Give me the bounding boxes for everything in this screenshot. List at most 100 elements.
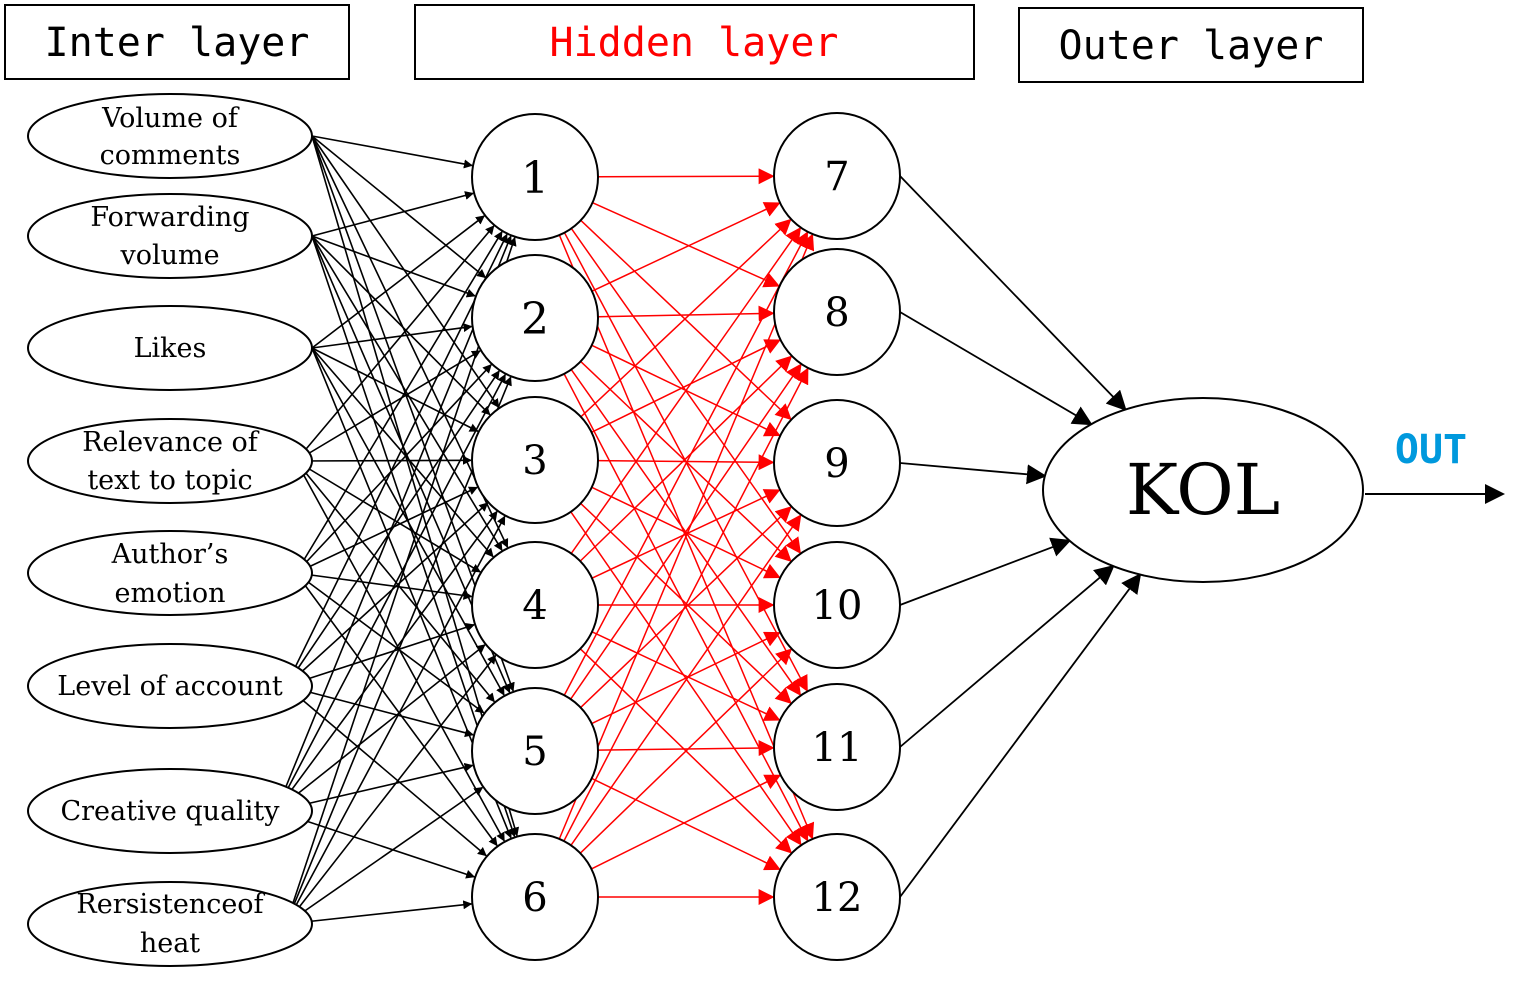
edge-input-to-hidden1	[311, 347, 479, 432]
edge-input-to-hidden1	[295, 350, 481, 462]
node-number: 7	[824, 154, 849, 200]
edge-hidden1-to-hidden2	[597, 454, 775, 471]
edge-hidden1-to-hidden2	[570, 514, 802, 846]
edge-hidden1-to-hidden2	[570, 363, 802, 700]
hidden-layer-title: Hidden layer	[550, 20, 839, 66]
edge-input-to-hidden1	[311, 215, 485, 349]
input-node-volume-of-comments: Volume of comments	[27, 93, 313, 179]
node-number: 11	[812, 725, 863, 771]
edge-input-to-hidden1	[275, 373, 506, 812]
edge-input-to-hidden1	[285, 502, 489, 687]
hidden1-node-4: 4	[471, 541, 599, 669]
edge-hidden1-to-hidden2	[591, 777, 781, 871]
input-label-line1: Volume of	[101, 103, 240, 134]
edge-hidden2-to-output	[899, 572, 1142, 898]
edge-hidden1-to-hidden2	[570, 227, 802, 554]
input-label-line1: Rersistenceof	[76, 889, 265, 920]
node-number: 6	[522, 875, 547, 921]
input-label-line1: Author’s	[111, 539, 229, 570]
output-label: OUT	[1395, 427, 1467, 473]
edge-hidden2-to-output	[899, 175, 1127, 411]
node-number: 5	[522, 729, 547, 775]
hidden2-node-7: 7	[773, 112, 901, 240]
edge-input-to-hidden1	[285, 515, 506, 925]
edge-input-to-hidden1	[311, 191, 474, 237]
edge-hidden1-to-hidden2	[580, 506, 792, 709]
edge-hidden1-to-hidden2	[563, 231, 808, 696]
edge-input-to-hidden1	[295, 486, 478, 574]
hidden1-node-5: 5	[471, 687, 599, 815]
input-label-line2: emotion	[115, 578, 226, 609]
edge-hidden1-to-hidden2	[591, 202, 781, 292]
edge-hidden1-to-hidden2	[591, 339, 781, 433]
input-node-forwarding-volume: Forwarding volume	[27, 193, 313, 279]
input-to-hidden1-edges	[275, 135, 520, 925]
input-label-line1: Level of account	[57, 671, 283, 702]
edge-input-to-hidden1	[275, 510, 498, 812]
input-node-relevance: Relevance of text to topic	[27, 418, 313, 504]
edge-input-to-hidden1	[311, 347, 505, 696]
output-layer-header: Outer layer	[1018, 7, 1364, 83]
edge-hidden1-to-hidden2	[591, 631, 781, 721]
edge-input-to-hidden1	[295, 364, 492, 574]
edge-hidden1-to-hidden2	[558, 233, 815, 840]
input-node-level-of-account: Level of account	[27, 643, 313, 729]
edge-input-to-hidden1	[285, 233, 508, 687]
hidden-layer-header: Hidden layer	[414, 4, 975, 80]
edge-input-to-hidden1	[285, 786, 484, 925]
hidden2-node-10: 10	[773, 541, 901, 669]
edge-input-to-hidden1	[285, 685, 487, 857]
edge-input-to-hidden1	[285, 623, 475, 687]
edge-input-to-hidden1	[311, 135, 500, 409]
input-label-line1: Forwarding	[90, 202, 249, 233]
input-label-line1: Relevance of	[82, 427, 260, 458]
input-layer-header: Inter layer	[4, 4, 350, 80]
edge-input-to-hidden1	[295, 455, 472, 465]
edge-input-to-hidden1	[311, 235, 491, 416]
edge-input-to-hidden1	[311, 347, 494, 558]
edge-input-to-hidden1	[311, 135, 487, 279]
output-node-kol: KOL	[1042, 397, 1364, 583]
edge-hidden1-to-hidden2	[580, 502, 792, 705]
input-label-line2: volume	[119, 240, 219, 271]
node-number: 1	[521, 153, 549, 204]
edge-input-to-hidden1	[311, 235, 503, 551]
node-number: 12	[812, 875, 863, 921]
input-label-line2: text to topic	[87, 465, 252, 496]
hidden2-node-11: 11	[773, 683, 901, 811]
node-number: 4	[522, 583, 547, 629]
output-node-label: KOL	[1126, 449, 1280, 531]
edge-hidden1-to-hidden2	[580, 218, 792, 418]
edge-input-to-hidden1	[285, 654, 497, 925]
edge-hidden2-to-output	[899, 564, 1115, 748]
edge-input-to-hidden1	[295, 572, 473, 600]
input-node-creative-quality: Creative quality	[27, 768, 313, 854]
edge-hidden2-to-output	[899, 537, 1072, 606]
input-label-line1: Likes	[134, 333, 207, 364]
edge-input-to-hidden1	[275, 644, 486, 812]
edge-hidden1-to-hidden2	[591, 631, 781, 725]
hidden2-node-9: 9	[773, 399, 901, 527]
edge-hidden1-to-hidden2	[591, 774, 782, 870]
edge-hidden1-to-hidden2	[597, 168, 775, 185]
edge-input-to-hidden1	[295, 231, 503, 574]
edge-input-to-hidden1	[311, 235, 476, 298]
input-node-author-emotion: Author’s emotion	[27, 530, 313, 616]
edge-hidden1-to-hidden2	[592, 202, 781, 288]
hidden1-node-6: 6	[471, 833, 599, 961]
output-layer-title: Outer layer	[1059, 23, 1324, 69]
edge-hidden1-to-hidden2	[597, 305, 775, 322]
edge-hidden1-to-hidden2	[563, 367, 809, 842]
node-number: 10	[812, 583, 863, 629]
edge-input-to-hidden1	[295, 460, 495, 703]
hidden2-node-12: 12	[773, 833, 901, 961]
edge-input-to-hidden1	[295, 460, 481, 573]
hidden1-node-3: 3	[471, 396, 599, 524]
edge-hidden1-to-hidden2	[579, 355, 793, 562]
input-layer-title: Inter layer	[45, 20, 310, 66]
edge-hidden1-to-hidden2	[580, 219, 792, 421]
node-number: 3	[522, 438, 547, 484]
edge-hidden1-to-hidden2	[597, 740, 775, 757]
edge-input-to-hidden1	[311, 323, 473, 349]
